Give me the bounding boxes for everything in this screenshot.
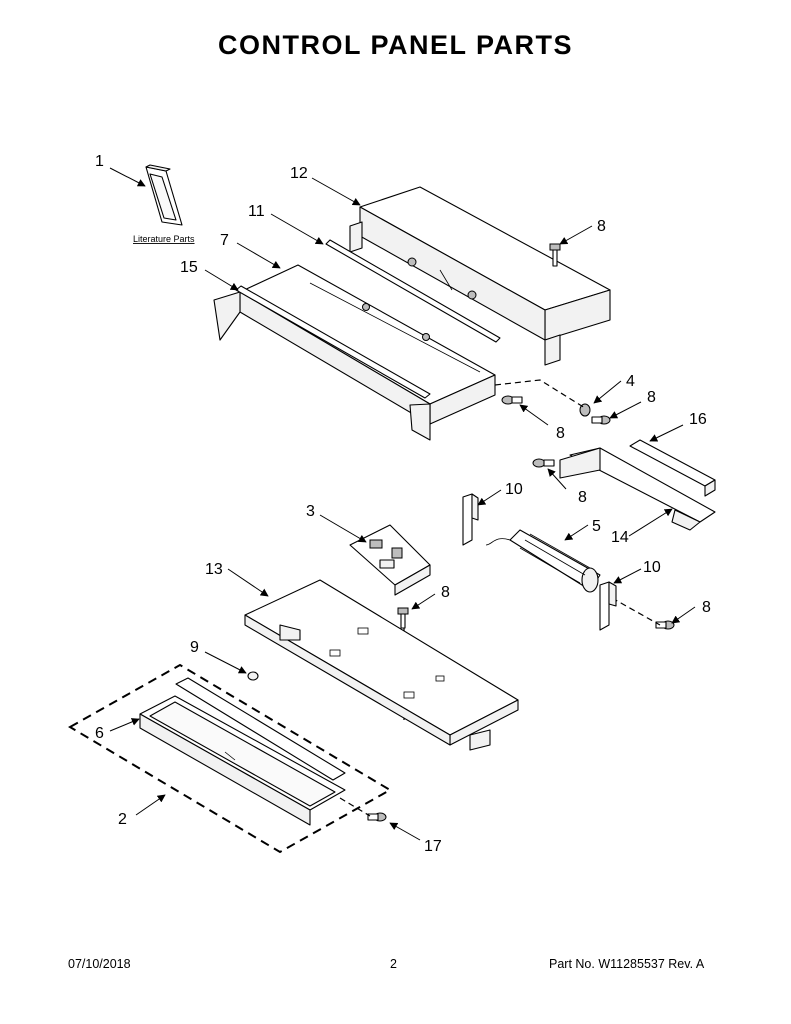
callout-10-left: 10 [505,481,523,498]
callout-10-right: 10 [643,559,661,576]
callout-8-frame: 8 [556,425,565,442]
callout-2: 2 [118,811,127,828]
part-3-control-board [349,524,431,596]
callout-12: 12 [290,165,308,182]
part-11-strip [325,239,501,343]
footer-part-number: Part No. W11285537 Rev. A [549,957,705,971]
callout-17: 17 [424,838,442,855]
callout-8-top: 8 [597,218,606,235]
callout-6: 6 [95,725,104,742]
part-2-assembly-outline [68,663,392,854]
callout-14: 14 [611,529,629,546]
screw-8-frame [501,395,523,405]
callout-16: 16 [689,411,707,428]
part-14-bracket [559,447,716,531]
part-6-front-trim [139,677,346,826]
part-5-fan [485,529,601,593]
callout-8-washer: 8 [647,389,656,406]
callout-1: 1 [95,153,104,170]
callout-8-bracket: 8 [578,489,587,506]
callout-3: 3 [306,503,315,520]
footer-page-number: 2 [390,957,397,971]
part-12-top-cover [349,186,611,366]
part-16-gasket-bar [629,439,716,497]
callout-13: 13 [205,561,223,578]
part-1-literature: Literature Parts [133,164,195,244]
screw-8-top [549,243,561,267]
part-13-mounting-plate [244,579,519,751]
screw-8-board [397,607,409,629]
callout-4: 4 [626,373,635,390]
part-10-bracket-left [462,493,479,546]
callout-8-board: 8 [441,584,450,601]
screw-8-bracket [532,458,555,468]
screw-8-washer [591,415,611,425]
callout-11: 11 [248,203,265,220]
screw-17 [367,812,387,822]
part-9-clip [247,671,259,681]
footer-date: 07/10/2018 [68,957,131,971]
callout-7: 7 [220,232,229,249]
part-10-bracket-right [599,581,617,631]
callout-9: 9 [190,639,199,656]
screw-8-bracket-right [655,620,675,630]
literature-parts-label: Literature Parts [133,234,195,244]
callout-15: 15 [180,259,198,276]
part-15-gasket [235,285,431,399]
part-7-panel-frame [213,264,496,441]
callout-5: 5 [592,518,601,535]
page-title: CONTROL PANEL PARTS [217,30,574,60]
callout-8-bracket-right: 8 [702,599,711,616]
